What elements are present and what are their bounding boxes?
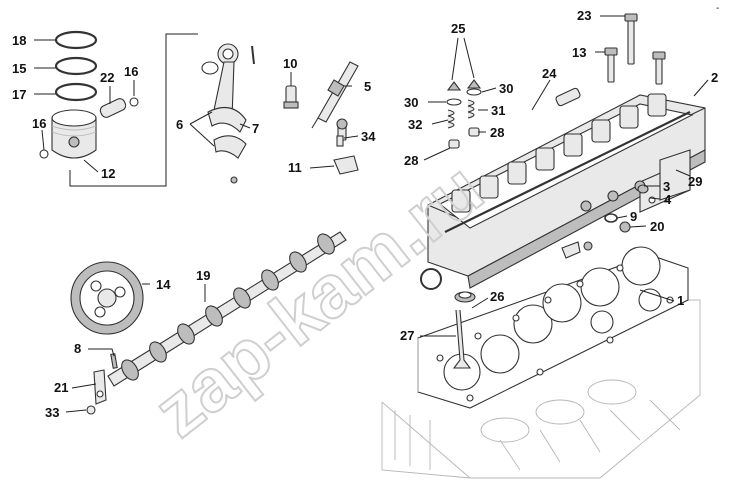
callout-18: 18 bbox=[12, 33, 26, 48]
valve-stem-seal bbox=[448, 127, 480, 149]
callout-23: 23 bbox=[577, 8, 591, 23]
rod-bolt bbox=[251, 45, 255, 65]
valve bbox=[452, 309, 472, 369]
sensor bbox=[283, 85, 299, 109]
head-bolt-long bbox=[624, 13, 638, 65]
callout-3: 3 bbox=[663, 179, 670, 194]
corner-mark: - bbox=[716, 3, 719, 14]
injector-clamp bbox=[333, 155, 359, 175]
callout-13: 13 bbox=[572, 45, 586, 60]
camshaft-gear bbox=[70, 261, 144, 335]
callout-9: 9 bbox=[630, 209, 637, 224]
callout-19: 19 bbox=[196, 268, 210, 283]
fuel-injector bbox=[311, 61, 359, 129]
callout-34: 34 bbox=[361, 129, 376, 144]
callout-30-b: 30 bbox=[499, 81, 513, 96]
thrust-plate bbox=[93, 369, 107, 405]
leader-lines bbox=[34, 15, 709, 413]
camshaft bbox=[107, 231, 347, 387]
callout-32: 32 bbox=[408, 117, 422, 132]
callout-1: 1 bbox=[677, 293, 684, 308]
fitting bbox=[561, 241, 593, 259]
callout-labels: 1 2 3 4 5 6 7 8 9 10 11 12 13 14 15 16 1… bbox=[12, 8, 718, 420]
callout-20: 20 bbox=[650, 219, 664, 234]
piston-rings bbox=[54, 30, 98, 102]
callout-22: 22 bbox=[100, 70, 114, 85]
thrust-plate-bolt bbox=[86, 405, 96, 415]
callout-25: 25 bbox=[451, 21, 465, 36]
piston bbox=[51, 109, 97, 159]
expansion-plug bbox=[420, 268, 442, 290]
callout-30-a: 30 bbox=[404, 95, 418, 110]
callout-12: 12 bbox=[101, 166, 115, 181]
callout-15: 15 bbox=[12, 61, 26, 76]
callout-24: 24 bbox=[542, 66, 557, 81]
callout-8: 8 bbox=[74, 341, 81, 356]
watermark: zap-kam.ru bbox=[139, 147, 498, 453]
piston-group-bracket bbox=[69, 33, 198, 187]
valve-spring bbox=[447, 99, 475, 129]
callout-10: 10 bbox=[283, 56, 297, 71]
callout-14: 14 bbox=[156, 277, 171, 292]
valve-keepers bbox=[446, 79, 482, 91]
o-ring bbox=[604, 213, 618, 223]
callout-29: 29 bbox=[688, 174, 702, 189]
engine-block-outline bbox=[381, 299, 701, 479]
callout-28-b: 28 bbox=[404, 153, 418, 168]
rocker-arm bbox=[555, 87, 581, 107]
callout-6: 6 bbox=[176, 117, 183, 132]
seal-cup bbox=[619, 221, 631, 233]
plug bbox=[637, 184, 649, 194]
callout-5: 5 bbox=[364, 79, 371, 94]
valve-seat bbox=[454, 291, 476, 303]
callout-33: 33 bbox=[45, 405, 59, 420]
callout-28-a: 28 bbox=[490, 125, 504, 140]
callout-11: 11 bbox=[288, 160, 302, 175]
callout-16-b: 16 bbox=[32, 116, 46, 131]
callout-27: 27 bbox=[400, 328, 414, 343]
bolt-34 bbox=[336, 135, 344, 147]
callout-2: 2 bbox=[711, 70, 718, 85]
callout-26: 26 bbox=[490, 289, 504, 304]
valve-spring-retainer bbox=[446, 88, 482, 106]
connecting-rod bbox=[201, 43, 247, 184]
callout-16-a: 16 bbox=[124, 64, 138, 79]
callout-4: 4 bbox=[664, 192, 672, 207]
piston-pin bbox=[99, 98, 127, 118]
callout-31: 31 bbox=[491, 103, 505, 118]
side-cover bbox=[659, 149, 691, 201]
callout-17: 17 bbox=[12, 87, 26, 102]
head-bolt-short bbox=[604, 47, 666, 85]
callout-21: 21 bbox=[54, 380, 68, 395]
camshaft-key bbox=[110, 353, 118, 369]
callout-7: 7 bbox=[252, 121, 259, 136]
